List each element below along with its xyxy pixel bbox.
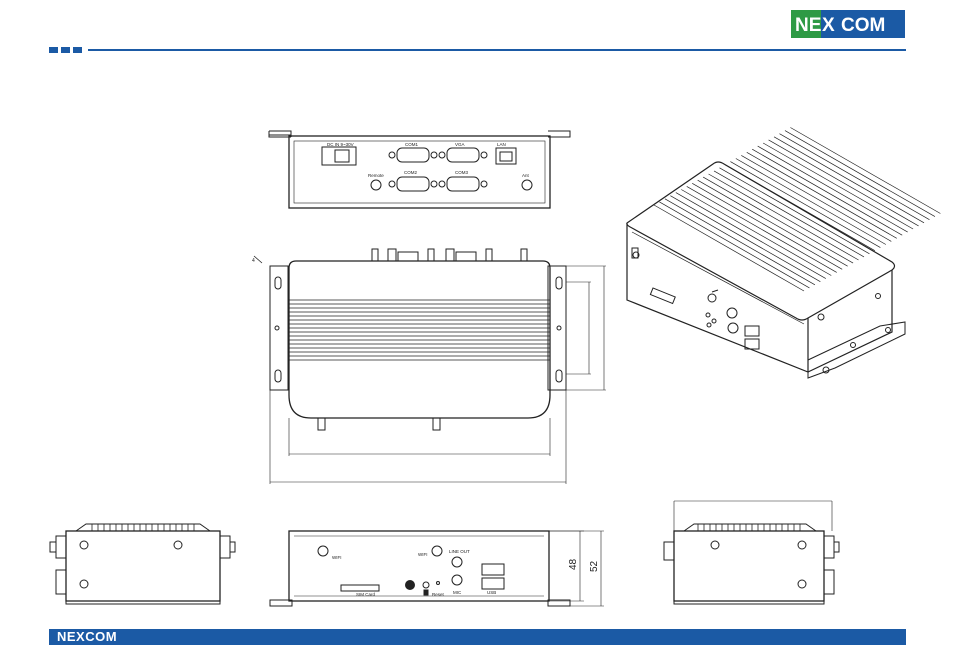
front-view: DC IN 9~30V COM1 VGA LAN Remote COM2 COM… — [268, 130, 571, 209]
com3-port — [446, 176, 480, 192]
dc-in-connector — [321, 146, 357, 166]
left-side-view — [49, 523, 236, 605]
fin-line — [708, 173, 859, 261]
fin-line — [790, 127, 941, 214]
antenna-port — [521, 179, 533, 191]
fin-line — [730, 161, 881, 248]
wifi-left-port — [317, 545, 329, 557]
fin-line — [784, 130, 936, 217]
usb-label: USB — [487, 590, 496, 595]
remote-port — [370, 179, 382, 191]
com2-port — [396, 176, 430, 192]
fin-line — [675, 192, 826, 279]
fin-line — [686, 186, 837, 273]
footer-logo: NEXCOM — [57, 629, 118, 644]
logo-text-ne: NE — [795, 15, 821, 36]
com1-port — [396, 147, 430, 163]
fin-line — [724, 164, 876, 252]
iso-heatsink-fins — [653, 127, 941, 292]
rear-view: WIFI WIFI LINE OUT MIC SIM Card Reset US… — [269, 530, 604, 607]
header-square — [49, 47, 58, 53]
fin-line — [773, 136, 925, 224]
reset-label: Reset — [432, 592, 445, 597]
com3-label: COM3 — [455, 170, 468, 175]
sim-label: SIM Card — [356, 592, 376, 597]
fin-line — [713, 170, 865, 258]
com1-label: COM1 — [405, 142, 418, 147]
usb-port-bottom — [481, 577, 505, 590]
line-out-label: LINE OUT — [449, 549, 470, 554]
fin-line — [757, 145, 908, 233]
sim-card-slot — [340, 584, 380, 592]
fin-line — [762, 142, 914, 230]
fin-line — [659, 201, 810, 289]
fin-line — [746, 151, 897, 239]
fin-line — [681, 189, 832, 276]
logo-text-com: COM — [841, 15, 885, 36]
fin-line — [692, 182, 843, 270]
fin-line — [664, 198, 816, 286]
fin-line — [768, 139, 919, 227]
wifi-left-label: WIFI — [332, 555, 342, 560]
dc-in-label: DC IN 9~30V — [327, 142, 354, 147]
fin-line — [719, 167, 870, 255]
lan-port — [495, 147, 517, 165]
header-square — [73, 47, 82, 53]
mic-label: MIC — [453, 590, 462, 595]
power-led — [422, 581, 430, 589]
top-view: 4 — [252, 248, 606, 484]
svg-text:4: 4 — [252, 258, 255, 264]
footer-bar: NEXCOM — [49, 629, 906, 645]
header-rule — [88, 49, 906, 51]
logo-text-x: X — [822, 15, 835, 36]
lan-label: LAN — [497, 142, 506, 147]
power-button — [405, 580, 415, 590]
right-side-view — [663, 500, 840, 605]
fin-line — [735, 158, 887, 245]
heatsink-fins — [289, 299, 550, 361]
usb-port-top — [481, 563, 505, 576]
vga-port — [446, 147, 480, 163]
com2-label: COM2 — [404, 170, 417, 175]
wifi-right-label: WIFI — [418, 552, 428, 557]
wifi-right-port — [431, 545, 443, 557]
header-square — [61, 47, 70, 53]
fin-line — [697, 179, 848, 267]
vga-label: VGA — [455, 142, 465, 147]
dimension-52: 52 — [589, 560, 600, 572]
remote-label: Remote — [368, 173, 384, 178]
antenna-label: Ant — [522, 173, 530, 178]
dimension-48: 48 — [568, 558, 579, 570]
fin-line — [653, 204, 805, 292]
fin-line — [779, 133, 930, 221]
fin-line — [741, 155, 892, 242]
line-out-jack — [451, 556, 463, 568]
nexcom-logo: NE X COM — [791, 10, 905, 38]
fin-line — [702, 176, 854, 264]
mic-jack — [451, 574, 463, 586]
isometric-view — [626, 127, 941, 379]
fin-line — [670, 195, 821, 283]
fin-line — [752, 148, 903, 236]
